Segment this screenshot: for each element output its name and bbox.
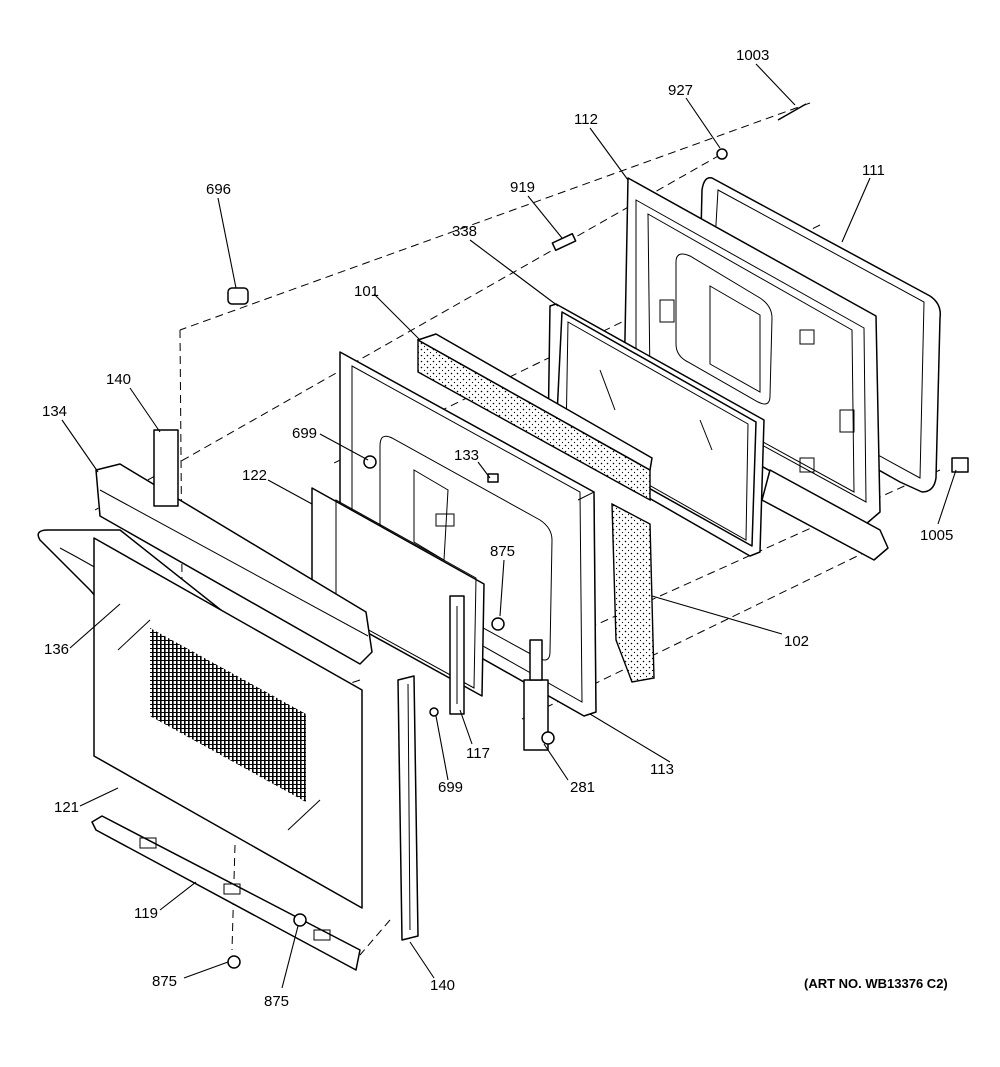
callout-134: 134 <box>42 403 67 420</box>
callout-927: 927 <box>668 82 693 99</box>
part-338-window-glass-assembly[interactable] <box>547 303 765 557</box>
callout-113: 113 <box>650 761 674 778</box>
part-117-hinge-receiver[interactable] <box>449 595 465 715</box>
callout-875-bracket: 875 <box>264 993 289 1010</box>
part-1005-bumper <box>951 457 969 473</box>
part-122-inner-glass[interactable] <box>311 487 485 697</box>
part-1003-screw <box>777 103 807 121</box>
callout-338: 338 <box>452 223 477 240</box>
part-134-door-top-trim[interactable] <box>95 463 373 665</box>
part-875-screw-bottom <box>227 955 241 969</box>
callout-101: 101 <box>354 283 379 300</box>
callout-699-lower: 699 <box>438 779 463 796</box>
callout-133: 133 <box>454 447 479 464</box>
part-875-screw-right <box>491 617 505 631</box>
part-875-screw-bracket <box>293 913 307 927</box>
leader-lines <box>61 63 957 989</box>
part-927-washer <box>716 148 728 160</box>
part-919-clip <box>551 232 577 252</box>
part-101-door-insulation[interactable] <box>417 333 653 502</box>
callout-1005: 1005 <box>920 527 953 544</box>
fasteners <box>227 103 969 969</box>
callout-875-right: 875 <box>490 543 515 560</box>
callout-281: 281 <box>570 779 595 796</box>
part-699-screw-upper <box>363 455 377 469</box>
part-119-bottom-bracket[interactable] <box>91 815 361 971</box>
callout-117: 117 <box>466 745 490 762</box>
part-102-side-insulation[interactable] <box>611 502 655 683</box>
callout-140-upper: 140 <box>106 371 131 388</box>
part-140-side-trim-lower[interactable] <box>397 675 419 941</box>
callout-112: 112 <box>574 111 598 128</box>
callout-122: 122 <box>242 467 267 484</box>
callout-699-upper: 699 <box>292 425 317 442</box>
callout-121: 121 <box>54 799 79 816</box>
callout-875-bottom: 875 <box>152 973 177 990</box>
callout-102: 102 <box>784 633 809 650</box>
callout-1003: 1003 <box>736 47 769 64</box>
part-140-side-trim-upper[interactable] <box>153 429 179 507</box>
part-133-clip <box>487 473 499 483</box>
callout-labels: 1003 927 112 111 919 338 696 101 140 134… <box>42 47 953 1010</box>
callout-119: 119 <box>134 905 158 922</box>
art-number: (ART NO. WB13376 C2) <box>804 976 948 991</box>
part-121-outer-door-panel[interactable] <box>93 537 363 909</box>
callout-136: 136 <box>44 641 69 658</box>
callout-111: 111 <box>862 162 885 179</box>
callout-696: 696 <box>206 181 231 198</box>
part-696-screw <box>227 287 249 305</box>
callout-919: 919 <box>510 179 535 196</box>
part-699-screw-lower <box>429 707 439 717</box>
callout-140-lower: 140 <box>430 977 455 994</box>
part-281-door-hinge[interactable] <box>523 639 555 751</box>
